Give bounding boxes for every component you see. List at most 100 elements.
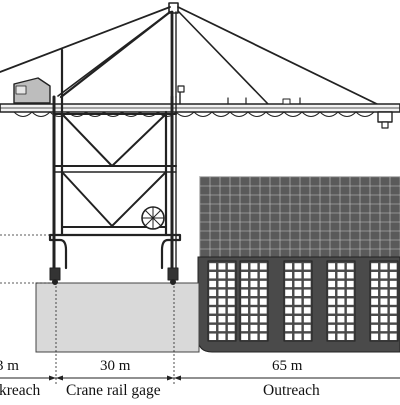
hold-container-cell [346, 333, 355, 341]
hold-container-cell [284, 306, 293, 315]
hold-container-cell [294, 280, 302, 288]
hold-container-cell [346, 306, 355, 315]
hold-container-cell [259, 271, 268, 279]
hold-container-cell [337, 333, 345, 341]
hold-container-cell [337, 271, 345, 279]
bogie-right [167, 267, 179, 281]
backreach-label: kreach [0, 382, 41, 399]
hold-container-cell [240, 306, 249, 315]
hold-container-cell [370, 306, 379, 315]
hold-container-cell [284, 280, 293, 288]
hold-container-cell [346, 315, 355, 323]
hold-container-cell [380, 315, 388, 323]
hold-container-cell [327, 306, 336, 315]
hold-container-cell [284, 298, 293, 306]
hold-bay [207, 260, 237, 342]
hold-container-cell [227, 280, 236, 288]
trolley [377, 111, 393, 129]
hold-container-cell [208, 306, 217, 315]
hold-container-cell [389, 324, 398, 332]
hold-container-cell [389, 262, 398, 271]
hold-container-cell [218, 298, 226, 306]
hold-container-cell [346, 262, 355, 271]
hold-container-cell [259, 333, 268, 341]
hold-container-cell [240, 333, 249, 341]
hold-container-cell [284, 262, 293, 271]
hold-container-cell [218, 280, 226, 288]
hold-container-cell [259, 280, 268, 288]
hold-container-cell [327, 315, 336, 323]
hold-container-cell [303, 280, 312, 288]
hold-container-cell [294, 324, 302, 332]
hold-container-cell [327, 324, 336, 332]
hold-container-cell [337, 306, 345, 315]
hold-container-cell [218, 315, 226, 323]
hold-container-cell [337, 324, 345, 332]
hold-container-cell [208, 262, 217, 271]
hold-container-cell [327, 298, 336, 306]
hold-container-cell [294, 289, 302, 297]
outreach-dimension: 65 m [272, 358, 303, 374]
hold-bay [283, 260, 313, 342]
backreach-dimension: 3 m [0, 358, 19, 374]
hold-container-cell [227, 333, 236, 341]
hold-container-cell [303, 262, 312, 271]
hold-container-cell [380, 262, 388, 271]
hold-container-cell [218, 289, 226, 297]
hold-container-cell [370, 262, 379, 271]
hold-container-cell [380, 289, 388, 297]
hold-container-cell [303, 271, 312, 279]
hold-container-cell [284, 271, 293, 279]
hold-container-cell [303, 315, 312, 323]
hold-container-cell [240, 315, 249, 323]
hold-container-cell [208, 333, 217, 341]
hold-container-cell [250, 289, 258, 297]
hold-container-cell [380, 333, 388, 341]
hold-container-cell [389, 280, 398, 288]
hold-container-cell [370, 333, 379, 341]
hold-container-cell [389, 298, 398, 306]
hold-container-cell [346, 324, 355, 332]
hold-bay [239, 260, 269, 342]
hold-container-cell [294, 298, 302, 306]
hull-container-holds [207, 260, 399, 342]
hold-container-cell [327, 280, 336, 288]
hold-container-cell [346, 271, 355, 279]
hold-container-cell [250, 324, 258, 332]
rail-gage-dimension: 30 m [100, 358, 131, 374]
hold-container-cell [337, 315, 345, 323]
hold-container-cell [240, 262, 249, 271]
hold-container-cell [380, 271, 388, 279]
hold-container-cell [346, 280, 355, 288]
hold-container-cell [370, 289, 379, 297]
hold-container-cell [259, 298, 268, 306]
dimension-lines [0, 234, 400, 384]
hold-container-cell [208, 315, 217, 323]
hold-container-cell [294, 262, 302, 271]
hold-container-cell [327, 262, 336, 271]
hold-container-cell [380, 306, 388, 315]
hold-container-cell [284, 315, 293, 323]
hold-container-cell [337, 298, 345, 306]
hold-container-cell [259, 262, 268, 271]
hold-container-cell [389, 271, 398, 279]
hold-bay [369, 260, 399, 342]
hold-container-cell [370, 324, 379, 332]
hold-container-cell [240, 271, 249, 279]
cable-reel [141, 206, 165, 230]
hold-container-cell [218, 271, 226, 279]
hold-container-cell [370, 271, 379, 279]
bogie-left [49, 267, 61, 281]
hold-container-cell [303, 298, 312, 306]
hold-container-cell [250, 271, 258, 279]
outreach-label: Outreach [263, 382, 320, 399]
hold-container-cell [380, 298, 388, 306]
hold-container-cell [208, 271, 217, 279]
hold-container-cell [303, 289, 312, 297]
hold-bay [326, 260, 356, 342]
hold-container-cell [346, 298, 355, 306]
hold-container-cell [327, 289, 336, 297]
hold-container-cell [250, 306, 258, 315]
